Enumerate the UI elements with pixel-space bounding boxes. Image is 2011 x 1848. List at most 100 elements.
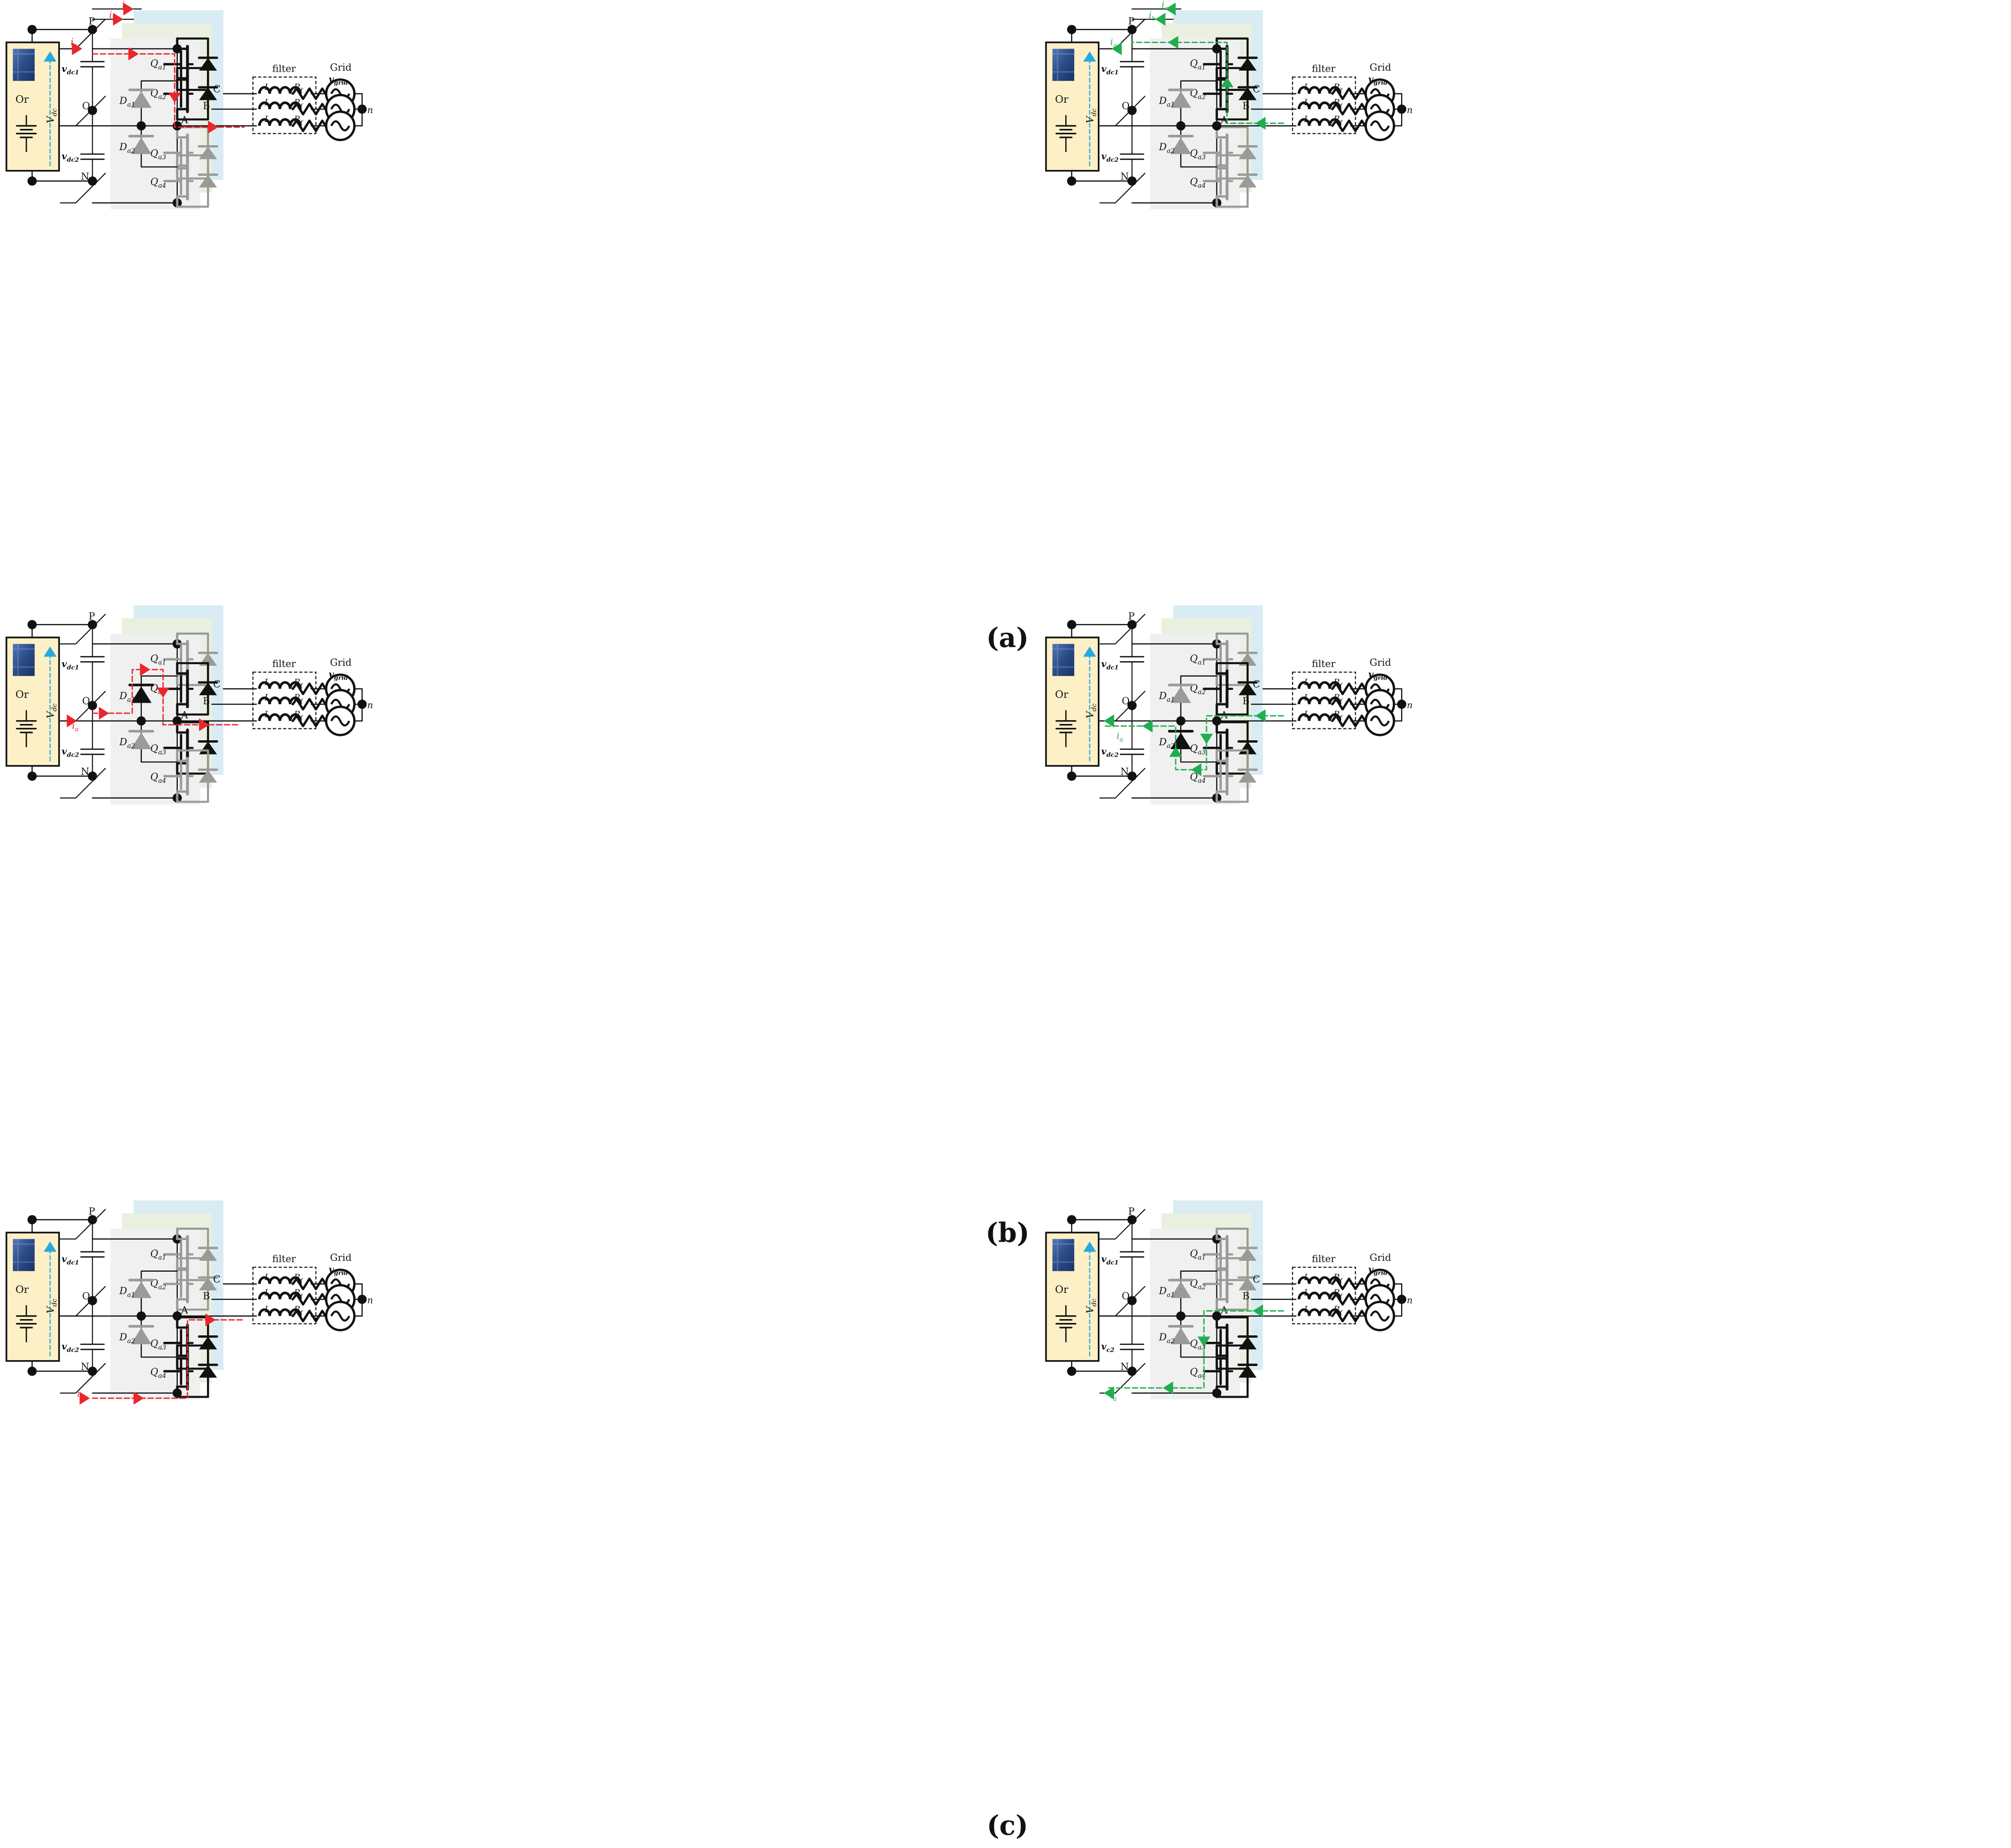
- grid-label: Grid: [1369, 62, 1391, 73]
- filter-label-main: filter: [1312, 658, 1336, 670]
- lf-label-2: Lf: [264, 1304, 273, 1316]
- rail-p-phase-a: [1099, 613, 1146, 644]
- node-p: [87, 1215, 97, 1225]
- filter-box: [1292, 1266, 1356, 1325]
- label-n: N: [81, 171, 89, 182]
- rf-label-1-main: R: [1333, 1287, 1340, 1297]
- lf-label-1-sub: f: [1309, 102, 1313, 109]
- vgrid-label-sub: grid: [1373, 1269, 1388, 1276]
- rf-label-0-main: R: [293, 677, 300, 687]
- ib-label-main: i: [1149, 10, 1152, 20]
- label-p-main: P: [88, 1205, 95, 1217]
- vdc-arrow-head: [43, 51, 57, 62]
- lf-label-1-main: L: [264, 1287, 270, 1297]
- label-b-main: B: [203, 1290, 210, 1302]
- lf-label-2: Lf: [1304, 114, 1313, 126]
- diode-triangle-icon: [131, 1281, 152, 1298]
- ia-label-main: i: [77, 1389, 80, 1400]
- ia-label: ia: [72, 721, 79, 732]
- grid-label-main: Grid: [1369, 1252, 1391, 1263]
- rf-label-1-sub: f: [300, 697, 303, 704]
- vgrid-label-main: v: [1368, 74, 1374, 84]
- ia-label-main: i: [71, 37, 74, 47]
- caption-a: (a): [986, 622, 1029, 653]
- lf-label-0-main: L: [1304, 1272, 1310, 1282]
- path-arrow-2: [1200, 733, 1213, 744]
- lf-label-1: Lf: [264, 1287, 273, 1299]
- cap1-label-sub: dc1: [67, 1259, 79, 1266]
- lf-label-0: Lf: [1304, 1272, 1313, 1284]
- label-n-neutral: n: [1407, 105, 1413, 116]
- da2-label-sub: a2: [1166, 1338, 1174, 1345]
- source-neg-node: [1067, 771, 1077, 781]
- label-o: O: [1122, 1290, 1129, 1302]
- cap1-label: vdc1: [62, 64, 79, 76]
- switch-qa4: [163, 749, 218, 803]
- source-neg-node: [1067, 1366, 1077, 1376]
- source-pos-node: [27, 25, 37, 35]
- cap1-label-main: v: [62, 1254, 67, 1265]
- or-label: Or: [15, 93, 29, 105]
- label-b-main: B: [1243, 1290, 1249, 1302]
- lf-label-2-main: L: [1304, 1304, 1310, 1314]
- label-b-main: B: [203, 100, 210, 112]
- rf-label-2-sub: f: [300, 714, 303, 721]
- solar-panel-icon: [1052, 643, 1075, 676]
- diode-triangle-icon: [1170, 1281, 1191, 1298]
- source-pos-node: [1067, 620, 1077, 630]
- solar-grid: [1052, 643, 1075, 676]
- node-o: [87, 106, 97, 115]
- da1-label-sub: a1: [127, 696, 135, 704]
- ac-source-icon: [1365, 110, 1395, 141]
- lf-label-1: Lf: [1304, 692, 1313, 704]
- label-c: C: [1253, 1274, 1260, 1285]
- rf-label-2-sub: f: [1339, 1309, 1343, 1316]
- ic-arrow: [1165, 2, 1176, 16]
- ac-wave: [1369, 715, 1390, 726]
- ia-label: ia: [1117, 731, 1123, 743]
- lf-label-1-sub: f: [270, 697, 273, 704]
- label-a-main: A: [181, 1305, 189, 1316]
- cap1-label-main: v: [1101, 64, 1107, 75]
- ic-arrow: [123, 2, 134, 16]
- rf-label-0-main: R: [293, 82, 300, 92]
- da2-label: Da2: [119, 141, 135, 155]
- rf-label-1-main: R: [293, 97, 300, 107]
- source-neg-node: [27, 176, 37, 186]
- cap2-label-sub: dc2: [1106, 751, 1119, 758]
- vgrid-label-sub: grid: [1373, 79, 1388, 86]
- node-n: [87, 1366, 97, 1376]
- vdc-label-sub: dc: [51, 703, 59, 711]
- qa1-label-sub: a1: [158, 1254, 166, 1262]
- path-arrow-3: [1168, 36, 1178, 49]
- grid-label-main: Grid: [1369, 657, 1391, 668]
- qa1-label-sub: a1: [1198, 1254, 1206, 1262]
- label-n-neutral-main: n: [367, 1295, 373, 1306]
- path-arrow-3: [1163, 1381, 1173, 1395]
- inductor-coil: [258, 86, 302, 94]
- antiparallel-diode-icon: [199, 87, 217, 100]
- phase-a-plane: [1150, 1229, 1240, 1400]
- lf-label-1-main: L: [1304, 692, 1310, 702]
- qa1-label: Qa1: [1190, 1248, 1206, 1261]
- panel-a-right: OrVdcPONvdc1vdc2Qa1Qa2Qa3Qa4Da1Da2ACBfil…: [1045, 0, 1413, 209]
- label-n-main: N: [81, 766, 89, 777]
- lf-label-0-main: L: [1304, 82, 1310, 92]
- panel-a-left: OrVdcPONvdc1vdc2Qa1Qa2Qa3Qa4Da1Da2ACBfil…: [5, 0, 373, 209]
- da1-label-main: D: [1159, 690, 1167, 702]
- antiparallel-diode-icon: [1239, 682, 1257, 695]
- label-p-main: P: [1128, 610, 1134, 622]
- cap1-label-sub: dc1: [1106, 664, 1119, 671]
- lf-label-0: Lf: [264, 1272, 273, 1284]
- label-a-main: A: [181, 115, 189, 126]
- ac-source-icon: [325, 1300, 356, 1331]
- da2-label: Da2: [119, 1331, 135, 1345]
- lf-label-0-sub: f: [270, 1277, 273, 1284]
- lf-label-0: Lf: [1304, 677, 1313, 689]
- source-neg-node: [1067, 176, 1077, 186]
- path-arrow-5: [1142, 720, 1153, 733]
- inductor-coil: [1297, 696, 1341, 705]
- vgrid-label: vgrid: [329, 1264, 348, 1276]
- inductor-icon: [258, 1291, 302, 1300]
